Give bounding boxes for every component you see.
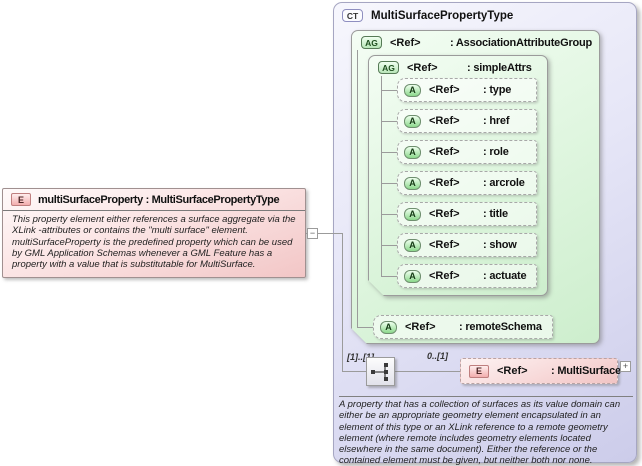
attribute-badge: A (404, 207, 421, 221)
ref-label: <Ref> (390, 36, 421, 49)
complex-type-documentation: A property that has a collection of surf… (339, 399, 621, 466)
attribute-trunk-line (381, 76, 382, 276)
attribute-badge: A (404, 269, 421, 283)
documentation-separator (339, 396, 633, 397)
ref-label: <Ref> (429, 177, 460, 189)
attribute-stub-line (381, 90, 397, 91)
attribute-row-title[interactable]: A <Ref> : title (397, 202, 537, 226)
attribute-group-badge: AG (361, 36, 382, 49)
element-type-link-line (306, 233, 343, 234)
element-name: : MultiSurface (551, 365, 621, 377)
attribute-name: : actuate (483, 270, 527, 282)
ref-label: <Ref> (497, 365, 528, 377)
connector-trunk-line (342, 233, 343, 372)
attribute-badge: A (404, 145, 421, 159)
ref-label: <Ref> (429, 146, 460, 158)
attribute-row-arcrole[interactable]: A <Ref> : arcrole (397, 171, 537, 195)
attribute-name: : arcrole (483, 177, 525, 189)
attribute-stub-line (381, 214, 397, 215)
attribute-row-remote-schema[interactable]: A <Ref> : remoteSchema (373, 315, 553, 339)
attribute-stub-line (357, 327, 373, 328)
ref-label: <Ref> (429, 270, 460, 282)
attribute-badge: A (404, 238, 421, 252)
attribute-badge: A (404, 83, 421, 97)
element-badge: E (469, 364, 489, 378)
attribute-stub-line (381, 276, 397, 277)
attribute-name: : title (483, 208, 508, 220)
element-documentation: This property element either references … (12, 214, 296, 271)
attribute-name: : type (483, 84, 512, 96)
attribute-stub-line (381, 245, 397, 246)
attribute-name: : role (483, 146, 509, 158)
element-badge: E (11, 193, 31, 206)
attribute-row-type[interactable]: A <Ref> : type (397, 78, 537, 102)
attribute-group-badge: AG (378, 61, 399, 74)
association-attribute-group-header: AG <Ref> : AssociationAttributeGroup (352, 31, 599, 49)
attribute-row-href[interactable]: A <Ref> : href (397, 109, 537, 133)
connector-line (342, 371, 366, 372)
multi-surface-property-element-box[interactable]: E multiSurfaceProperty : MultiSurfacePro… (2, 188, 306, 278)
ref-label: <Ref> (429, 115, 460, 127)
attribute-name: : show (483, 239, 517, 251)
choice-connector-icon (371, 363, 388, 381)
multi-surface-element-box[interactable]: E <Ref> : MultiSurface (460, 358, 621, 384)
ref-label: <Ref> (429, 84, 460, 96)
attribute-name: : remoteSchema (459, 321, 542, 333)
connector-line (395, 371, 460, 372)
complex-type-badge: CT (342, 9, 363, 22)
ref-label: <Ref> (405, 321, 436, 333)
attribute-group-name: : simpleAttrs (467, 61, 532, 74)
ref-label: <Ref> (429, 208, 460, 220)
ref-label: <Ref> (429, 239, 460, 251)
attribute-trunk-line (357, 50, 358, 327)
ref-label: <Ref> (407, 61, 438, 74)
expand-toggle-button[interactable]: + (620, 361, 631, 372)
attribute-badge: A (404, 114, 421, 128)
attribute-badge: A (380, 320, 397, 334)
attribute-row-show[interactable]: A <Ref> : show (397, 233, 537, 257)
element-title: multiSurfaceProperty : MultiSurfacePrope… (38, 193, 280, 206)
cardinality-outer: [1]..[1] (347, 352, 374, 362)
simple-attrs-header: AG <Ref> : simpleAttrs (369, 56, 547, 74)
attribute-row-role[interactable]: A <Ref> : role (397, 140, 537, 164)
attribute-row-actuate[interactable]: A <Ref> : actuate (397, 264, 537, 288)
complex-type-header: CT MultiSurfacePropertyType (334, 3, 636, 22)
element-header: E multiSurfaceProperty : MultiSurfacePro… (3, 189, 305, 211)
attribute-group-name: : AssociationAttributeGroup (450, 36, 593, 49)
attribute-badge: A (404, 176, 421, 190)
attribute-stub-line (381, 121, 397, 122)
attribute-stub-line (381, 183, 397, 184)
complex-type-title: MultiSurfacePropertyType (371, 9, 514, 22)
cardinality-inner: 0..[1] (427, 351, 449, 361)
model-group-icon[interactable] (366, 357, 395, 386)
attribute-stub-line (381, 152, 397, 153)
attribute-name: : href (483, 115, 510, 127)
collapse-toggle-button[interactable]: − (307, 228, 318, 239)
